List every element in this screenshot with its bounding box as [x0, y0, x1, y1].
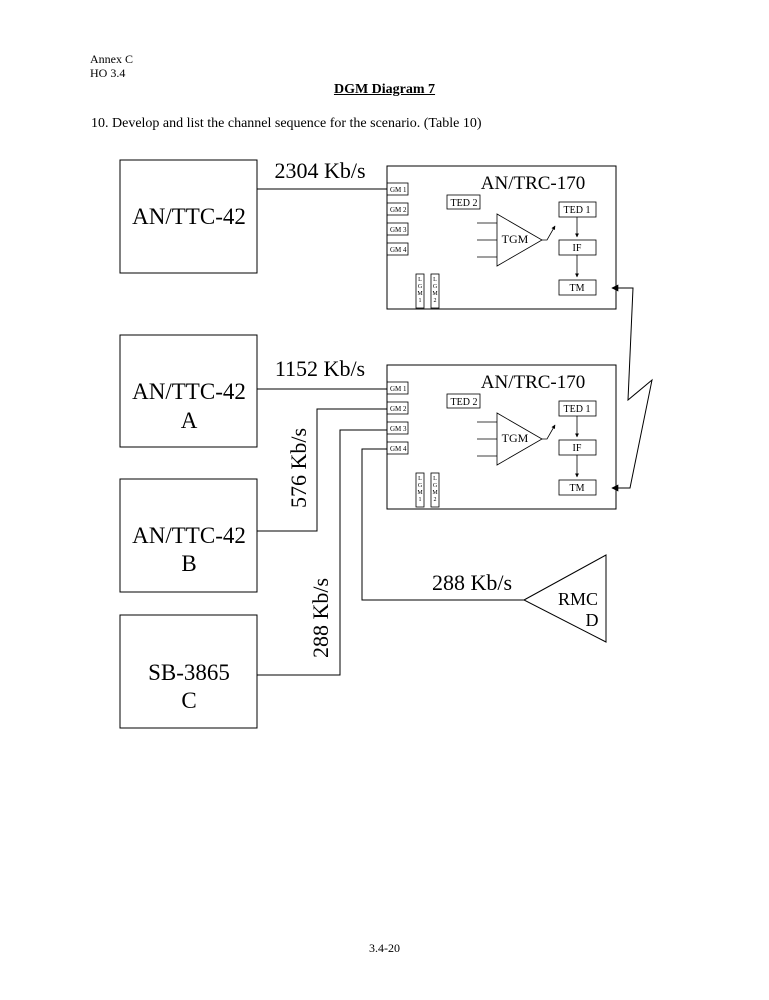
radio-link-zigzag — [611, 284, 653, 492]
lgm2-char: 2 — [434, 298, 437, 304]
an-ttc-42-a-letter: A — [181, 408, 198, 433]
rmc-letter: D — [586, 610, 599, 630]
an-ttc-42-box — [119, 159, 258, 274]
gm1-label: GM 1 — [390, 385, 407, 393]
ted1-label: TED 1 — [564, 205, 591, 216]
lgm1-char: L — [418, 476, 422, 482]
lgm1-char: 1 — [419, 497, 422, 503]
tm-label: TM — [570, 283, 585, 294]
tgm-label: TGM — [502, 431, 529, 445]
lgm1-char: L — [418, 277, 422, 283]
trc-lower-title: AN/TRC-170 — [481, 372, 586, 393]
ted2-label: TED 2 — [451, 198, 478, 209]
ted1-label: TED 1 — [564, 404, 591, 415]
lgm2-char: M — [432, 291, 438, 297]
link-c-line — [257, 429, 387, 676]
link-b-line — [257, 408, 387, 532]
rmc-label: RMC — [558, 589, 598, 609]
lgm2-char: M — [432, 490, 438, 496]
lgm2-char: G — [433, 483, 438, 489]
link-top-rate: 2304 Kb/s — [274, 158, 365, 183]
link-a-rate: 1152 Kb/s — [275, 356, 365, 381]
gm3-label: GM 3 — [390, 425, 407, 433]
gm4-label: GM 4 — [390, 246, 407, 254]
link-d-rate: 288 Kb/s — [432, 570, 512, 595]
lgm1-char: M — [417, 490, 423, 496]
tgm-label: TGM — [502, 232, 529, 246]
lgm2-char: G — [433, 284, 438, 290]
link-d-line — [361, 448, 524, 601]
gm2-label: GM 2 — [390, 206, 407, 214]
an-trc-170-upper: AN/TRC-170 GM 1 GM 2 GM 3 GM 4 L G — [386, 165, 617, 310]
lgm2-char: L — [433, 476, 437, 482]
handout-label: HO 3.4 — [90, 66, 126, 80]
an-trc-170-lower: AN/TRC-170 GM 1 GM 2 GM 3 GM 4 L G — [386, 364, 617, 510]
an-ttc-42-b-letter: B — [181, 551, 196, 576]
an-ttc-42-a-label: AN/TTC-42 — [132, 379, 246, 404]
an-ttc-42-label: AN/TTC-42 — [132, 204, 246, 229]
tm-label: TM — [570, 483, 585, 494]
page-title: DGM Diagram 7 — [333, 82, 436, 97]
an-ttc-42-b-box — [119, 478, 258, 593]
an-ttc-42-a-box — [119, 334, 258, 448]
gm1-label: GM 1 — [390, 186, 407, 194]
if-label: IF — [573, 243, 582, 254]
gm3-label: GM 3 — [390, 226, 407, 234]
if-label: IF — [573, 443, 582, 454]
an-ttc-42-b-label: AN/TTC-42 — [132, 523, 246, 548]
trc-upper-title: AN/TRC-170 — [481, 173, 586, 194]
ted2-label: TED 2 — [451, 397, 478, 408]
link-b-rate: 576 Kb/s — [286, 428, 311, 508]
instruction-text: 10. Develop and list the channel sequenc… — [91, 116, 482, 131]
link-c-rate: 288 Kb/s — [308, 578, 333, 658]
lgm1-char: M — [417, 291, 423, 297]
gm4-label: GM 4 — [390, 445, 407, 453]
sb-3865-c-box — [119, 614, 258, 729]
lgm1-char: 1 — [419, 298, 422, 304]
sb-3865-c-label: SB-3865 — [148, 660, 230, 685]
page-number: 3.4-20 — [369, 941, 400, 955]
lgm1-char: G — [418, 483, 423, 489]
annex-label: Annex C — [90, 52, 133, 66]
sb-3865-c-letter: C — [181, 688, 196, 713]
lgm2-char: 2 — [434, 497, 437, 503]
lgm1-char: G — [418, 284, 423, 290]
gm2-label: GM 2 — [390, 405, 407, 413]
rmc-triangle — [522, 554, 607, 643]
lgm2-char: L — [433, 277, 437, 283]
